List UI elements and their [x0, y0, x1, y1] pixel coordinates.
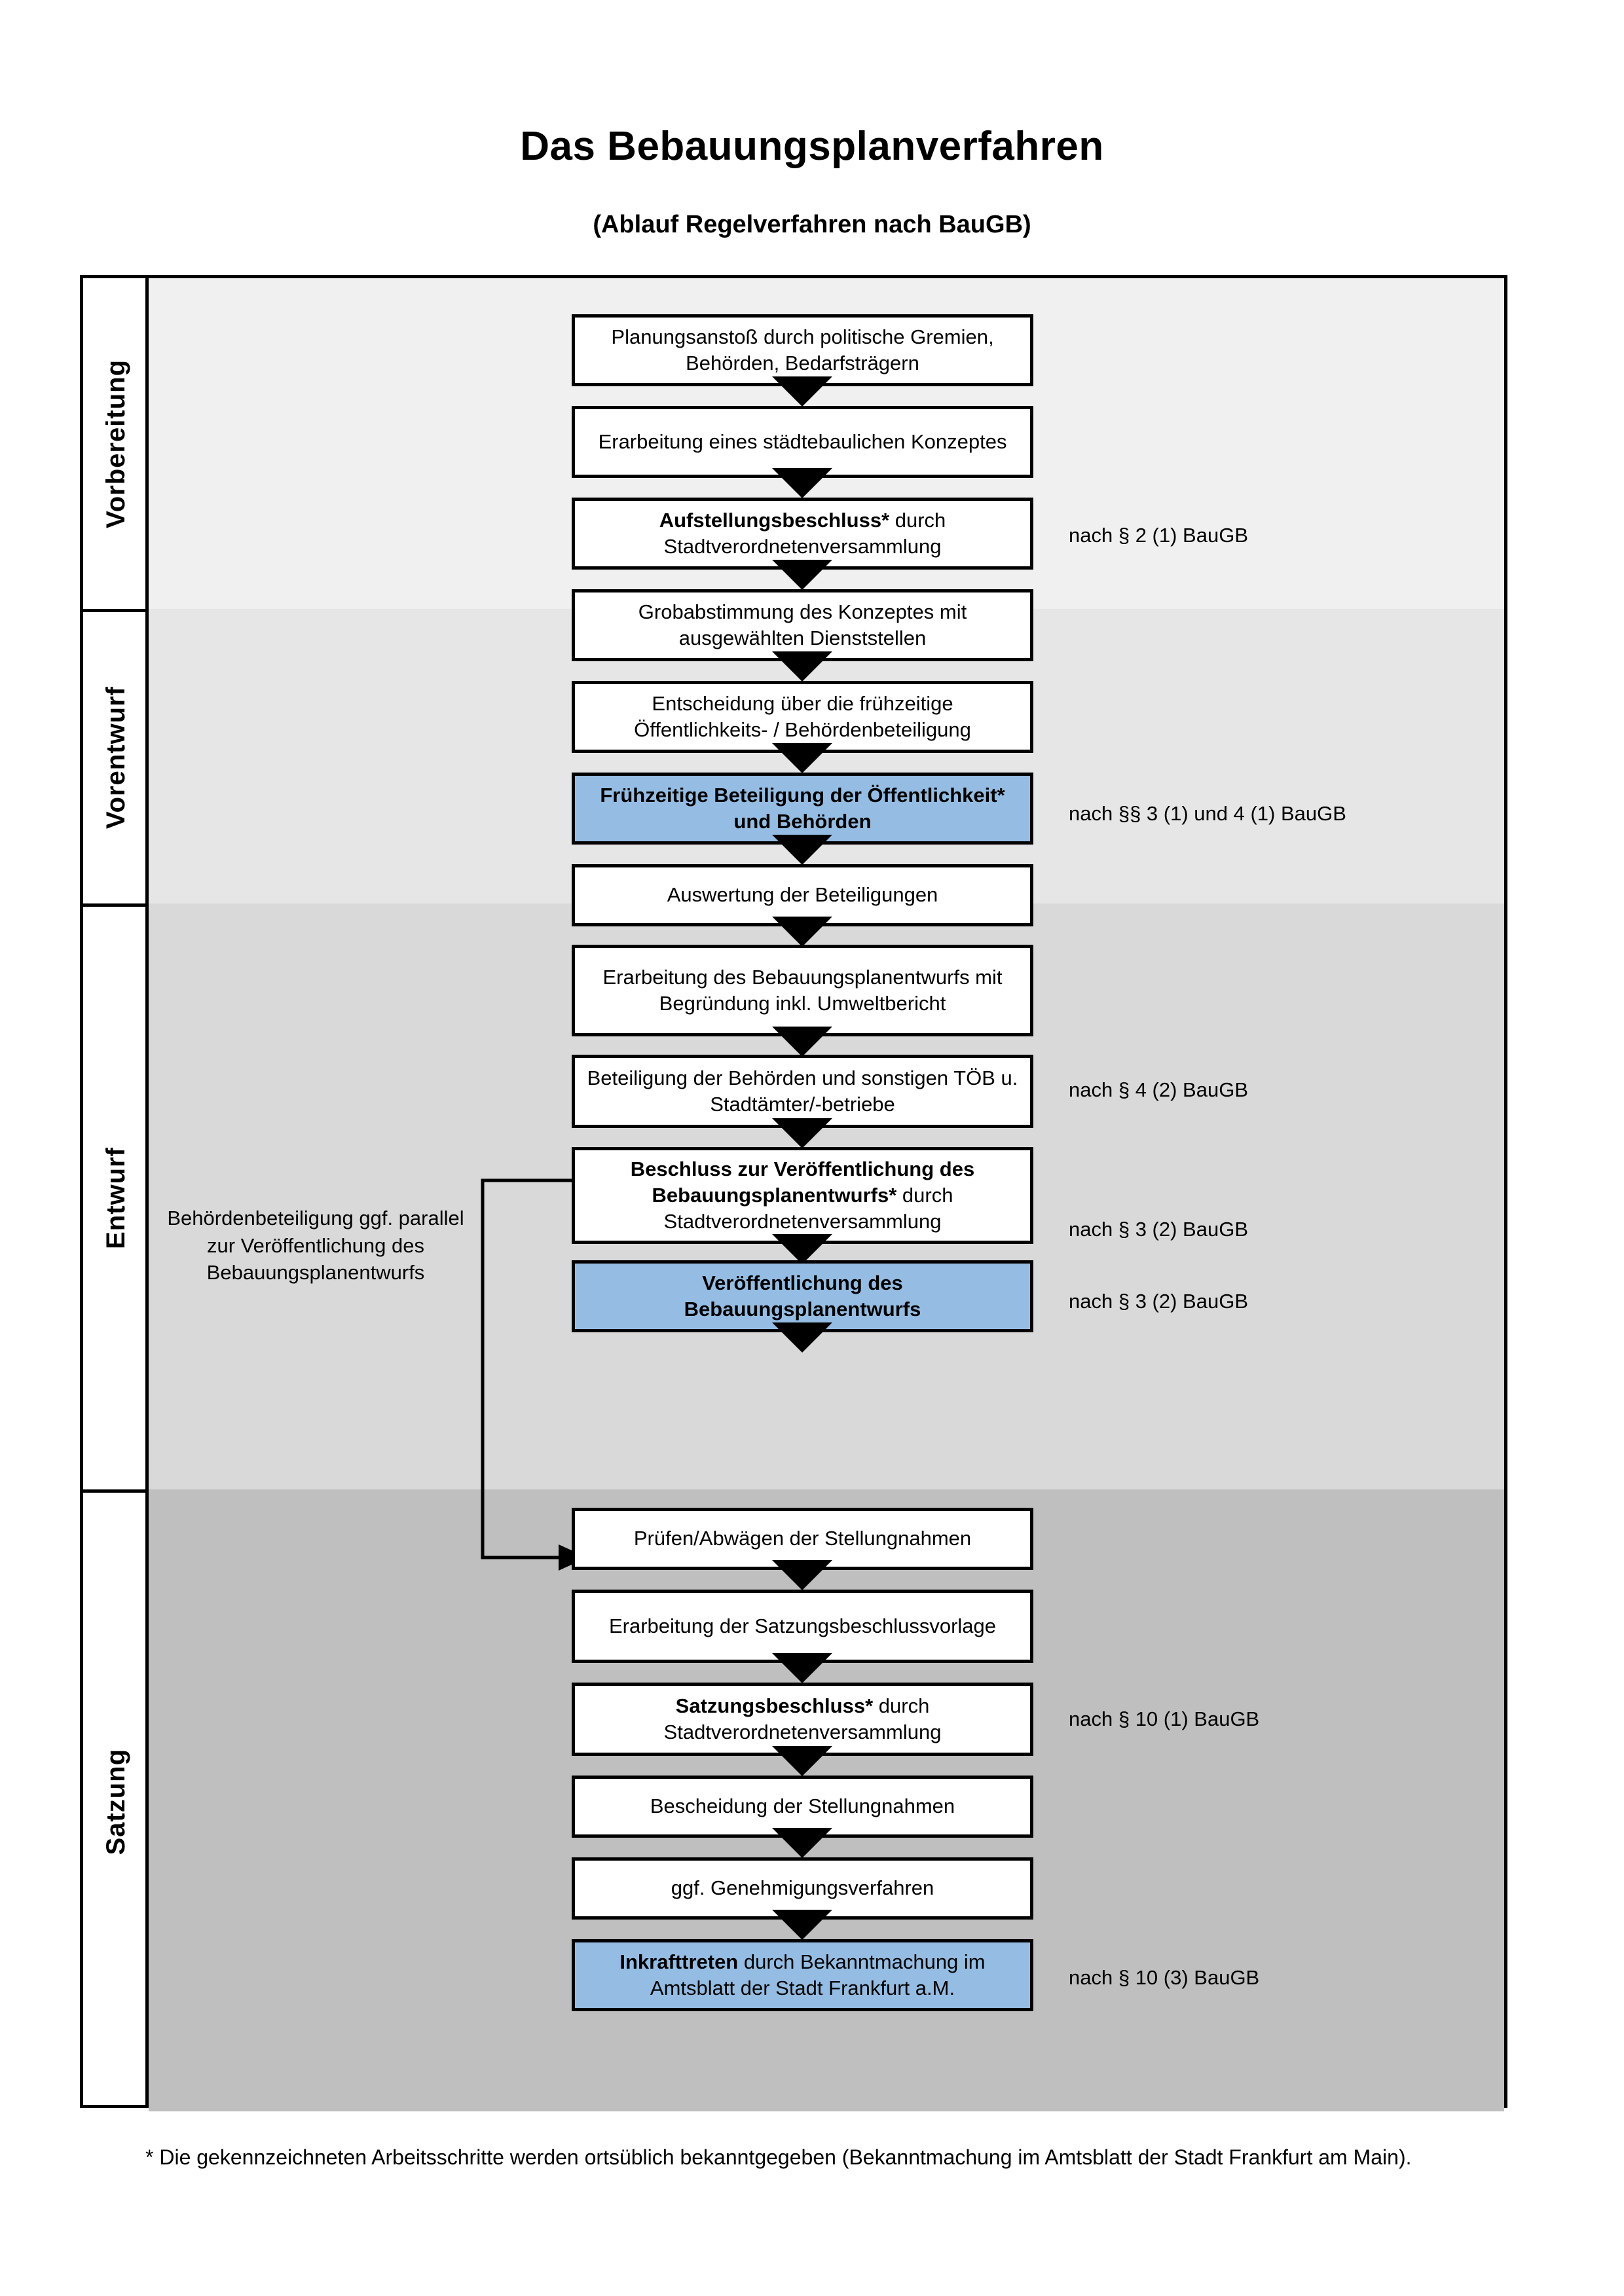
legal-note-par10-1: nach § 10 (1) BauGB [1069, 1707, 1260, 1730]
arrow-down-10 [772, 1234, 832, 1264]
legal-note-par10-3: nach § 10 (3) BauGB [1069, 1966, 1260, 1989]
page-title: Das Bebauungsplanverfahren [520, 124, 1104, 169]
step-text-erarbeitung-entwurf: Erarbeitung des Bebauungsplanentwurfs mi… [602, 965, 1003, 1015]
footnote: * Die gekennzeichneten Arbeitsschritte w… [145, 2145, 1412, 2169]
step-box-fruehzeitige-beteiligung[interactable]: Frühzeitige Beteiligung der Öffentlichke… [572, 773, 1033, 845]
phase-label-vorbereitung: Vorbereitung [101, 359, 130, 528]
step-box-inkrafttreten[interactable]: Inkrafttreten durch Bekanntmachung im Am… [572, 1939, 1033, 2011]
step-bold-inkrafttreten: Inkrafttreten [619, 1950, 739, 1973]
phase-cell-satzung: Satzung [83, 1493, 149, 2111]
step-text-auswertung: Auswertung der Beteiligungen [667, 883, 938, 907]
phase-divider-3 [83, 1489, 149, 1493]
step-box-konzept[interactable]: Erarbeitung eines städtebaulichen Konzep… [572, 406, 1033, 478]
step-text-pruefen-abwaegen: Prüfen/Abwägen der Stellungnahmen [633, 1527, 972, 1550]
step-text-entscheidung-fruehzeitig: Entscheidung über die frühzeitige Öffent… [634, 691, 971, 741]
arrow-down-15 [772, 1828, 832, 1858]
arrow-down-3 [772, 560, 832, 590]
step-box-genehmigungsverfahren[interactable]: ggf. Genehmigungsverfahren [572, 1857, 1033, 1920]
arrow-down-8 [772, 1027, 832, 1057]
step-box-beschluss-veroeffentlichung[interactable]: Beschluss zur Veröffentlichung des Bebau… [572, 1147, 1033, 1244]
step-bold-fruehzeitige-beteiligung: Frühzeitige Beteiligung der Öffentlichke… [600, 783, 1005, 833]
side-note-behoerdenbeteiligung: Behördenbeteiligung ggf. parallel zur Ve… [167, 1207, 464, 1285]
phase-cell-entwurf: Entwurf [83, 907, 149, 1489]
legal-note-par3-2-a: nach § 3 (2) BauGB [1069, 1218, 1248, 1241]
step-text-inkrafttreten: durch Bekanntmachung im Amtsblatt der St… [650, 1950, 986, 1999]
step-text-bescheidung: Bescheidung der Stellungnahmen [650, 1795, 955, 1818]
arrow-down-7 [772, 917, 832, 947]
step-box-grobabstimmung[interactable]: Grobabstimmung des Konzeptes mit ausgewä… [572, 589, 1033, 661]
arrow-down-9 [772, 1118, 832, 1148]
legal-note-par4-2: nach § 4 (2) BauGB [1069, 1078, 1248, 1101]
step-box-erarbeitung-entwurf[interactable]: Erarbeitung des Bebauungsplanentwurfs mi… [572, 945, 1033, 1036]
step-box-pruefen-abwaegen[interactable]: Prüfen/Abwägen der Stellungnahmen [572, 1508, 1033, 1570]
step-text-genehmigungsverfahren: ggf. Genehmigungsverfahren [671, 1876, 934, 1900]
phase-cell-vorbereitung: Vorbereitung [83, 278, 149, 609]
step-text-planungsanstoss: Planungsanstoß durch politische Gremien,… [611, 325, 994, 374]
legal-note-par3-1-4-1: nach §§ 3 (1) und 4 (1) BauGB [1069, 802, 1346, 825]
arrow-down-4 [772, 651, 832, 682]
arrow-down-14 [772, 1746, 832, 1776]
arrow-down-12 [772, 1560, 832, 1590]
arrow-down-16 [772, 1910, 832, 1940]
arrow-down-6 [772, 835, 832, 865]
step-bold-satzungsbeschluss: Satzungsbeschluss* [675, 1694, 874, 1717]
phase-label-satzung: Satzung [101, 1749, 130, 1855]
arrow-down-5 [772, 743, 832, 773]
arrow-down-13 [772, 1653, 832, 1683]
step-bold-beschluss-veroeffentlichung: Beschluss zur Veröffentlichung des Bebau… [630, 1157, 975, 1207]
step-text-satzungsbeschlussvorlage: Erarbeitung der Satzungsbeschlussvorlage [608, 1614, 997, 1637]
flowchart-frame: Vorbereitung Vorentwurf Entwurf Satzung … [80, 275, 1507, 2111]
page-subtitle: (Ablauf Regelverfahren nach BauGB) [593, 211, 1031, 238]
step-bold-veroeffentlichung: Veröffentlichung des Bebauungsplanentwur… [684, 1271, 921, 1321]
arrow-down-1 [772, 376, 832, 407]
step-text-konzept: Erarbeitung eines städtebaulichen Konzep… [598, 429, 1007, 453]
phase-label-vorentwurf: Vorentwurf [101, 686, 130, 829]
phase-divider-2 [83, 903, 149, 907]
step-box-satzungsbeschlussvorlage[interactable]: Erarbeitung der Satzungsbeschlussvorlage [572, 1590, 1033, 1663]
legal-note-par2: nach § 2 (1) BauGB [1069, 524, 1248, 547]
step-box-satzungsbeschluss[interactable]: Satzungsbeschluss* durch Stadtverordnete… [572, 1683, 1033, 1756]
phase-divider-1 [83, 609, 149, 612]
legal-note-par3-2-b: nach § 3 (2) BauGB [1069, 1290, 1248, 1313]
arrow-down-11 [772, 1322, 832, 1353]
phase-cell-vorentwurf: Vorentwurf [83, 612, 149, 903]
step-text-beschluss-veroeffentlichung: durch Stadtverordnetenversammlung [663, 1183, 953, 1233]
arrow-down-2 [772, 468, 832, 498]
step-box-entscheidung-fruehzeitig[interactable]: Entscheidung über die frühzeitige Öffent… [572, 681, 1033, 753]
step-bold-aufstellungsbeschluss: Aufstellungsbeschluss* [659, 508, 890, 532]
step-text-satzungsbeschluss: durch Stadtverordnetenversammlung [663, 1694, 942, 1743]
step-text-grobabstimmung: Grobabstimmung des Konzeptes mit ausgewä… [638, 600, 967, 649]
step-text-aufstellungsbeschluss: durch Stadtverordnetenversammlung [663, 508, 946, 558]
phase-label-rail: Vorbereitung Vorentwurf Entwurf Satzung [83, 278, 149, 2105]
step-box-beteiligung-behoerden[interactable]: Beteiligung der Behörden und sonstigen T… [572, 1055, 1033, 1128]
step-box-veroeffentlichung[interactable]: Veröffentlichung des Bebauungsplanentwur… [572, 1260, 1033, 1332]
step-box-aufstellungsbeschluss[interactable]: Aufstellungsbeschluss* durch Stadtverord… [572, 498, 1033, 570]
step-text-beteiligung-behoerden: Beteiligung der Behörden und sonstigen T… [587, 1066, 1018, 1116]
step-box-planungsanstoss[interactable]: Planungsanstoß durch politische Gremien,… [572, 314, 1033, 386]
phase-label-entwurf: Entwurf [101, 1147, 130, 1249]
